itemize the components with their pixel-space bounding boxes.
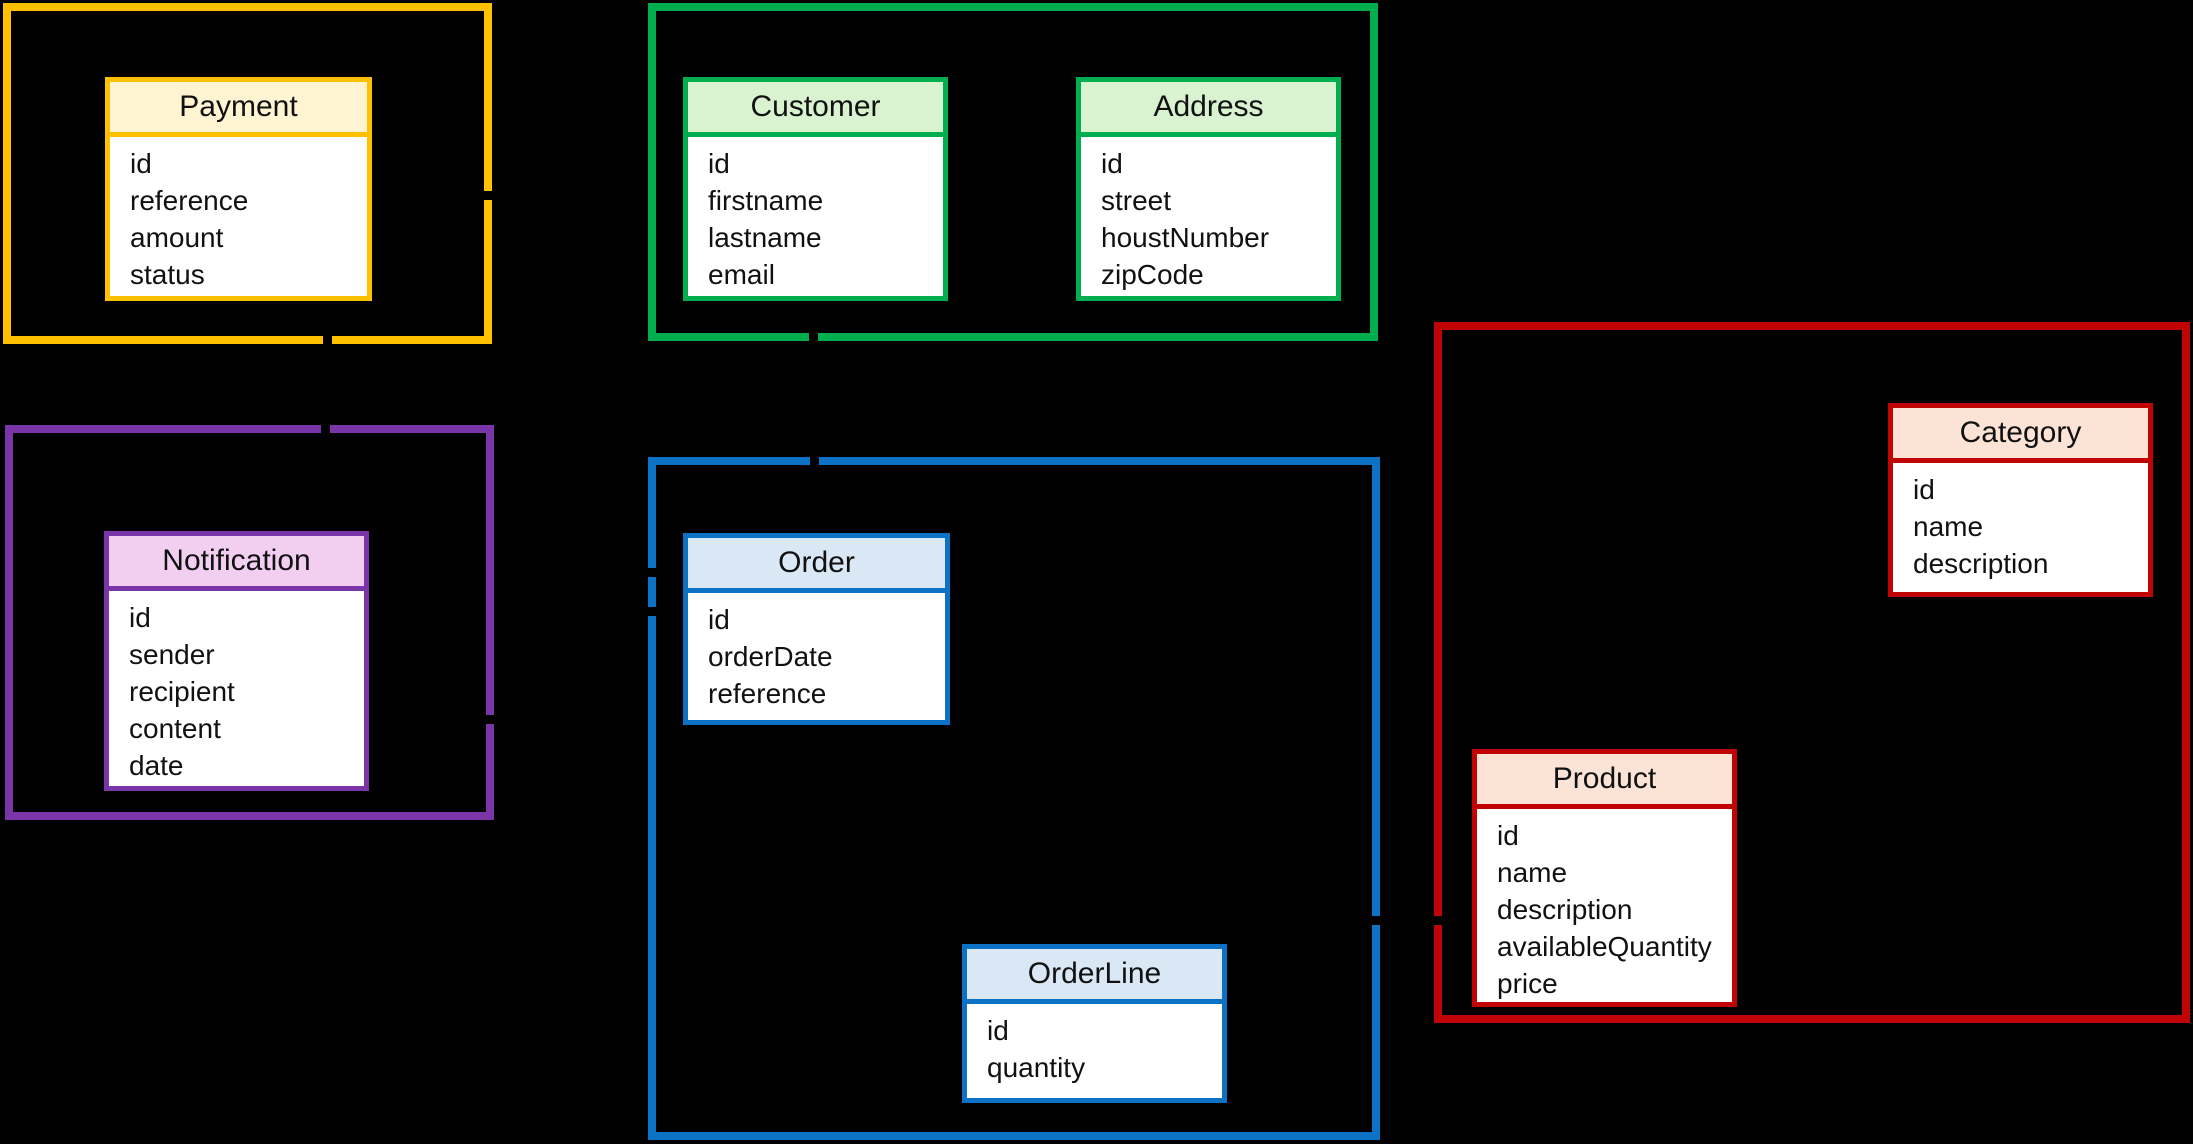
entity-field-order-reference: reference [708, 678, 827, 709]
entity-field-product-description: description [1497, 894, 1633, 925]
entity-field-list: id quantity [967, 1004, 1222, 1098]
entity-field-notification-id: id [129, 602, 151, 633]
entity-field-list: id street houstNumber zipCode [1081, 137, 1336, 296]
entity-field-notification-date: date [129, 750, 184, 781]
entity-field-list: id sender recipient content date [109, 591, 364, 786]
connector-gap-tick [810, 455, 819, 467]
entity-title-category: Category [1893, 408, 2148, 463]
entity-field-product-id: id [1497, 820, 1519, 851]
connector-gap-tick [482, 191, 494, 200]
entity-title-order: Order [688, 538, 945, 593]
entity-title-product: Product [1477, 754, 1732, 809]
entity-title-address: Address [1081, 82, 1336, 137]
entity-field-list: id name description [1893, 463, 2148, 592]
entity-field-orderline-quantity: quantity [987, 1052, 1086, 1083]
entity-field-address-zipCode: zipCode [1101, 259, 1204, 290]
entity-field-notification-recipient: recipient [129, 676, 235, 707]
entity-field-list: id name description availableQuantity price [1477, 809, 1732, 1002]
connector-gap-tick [321, 423, 330, 435]
entity-title-customer: Customer [688, 82, 943, 137]
entity-table-payment: Payment id reference amount status [105, 77, 372, 301]
entity-field-payment-id: id [130, 148, 152, 179]
entity-field-customer-lastname: lastname [708, 222, 822, 253]
entity-field-customer-id: id [708, 148, 730, 179]
payment-context-box [3, 3, 494, 346]
connector-gap-tick [484, 715, 496, 724]
entity-field-customer-email: email [708, 259, 775, 290]
entity-field-list: id firstname lastname email [688, 137, 943, 296]
entity-field-address-street: street [1101, 185, 1172, 216]
order-context-box [646, 455, 1382, 1140]
connector-gap-tick [809, 331, 818, 343]
entity-field-payment-status: status [130, 259, 205, 290]
entity-field-category-name: name [1913, 511, 1984, 542]
entity-field-order-id: id [708, 604, 730, 635]
customer-context-box [648, 3, 1378, 343]
entity-title-notification: Notification [109, 536, 364, 591]
connector-gap-tick [323, 334, 332, 346]
entity-title-orderline: OrderLine [967, 949, 1222, 1004]
entity-table-address: Address id street houstNumber zipCode [1076, 77, 1341, 301]
connector-gap-tick [1432, 916, 1444, 925]
entity-field-list: id orderDate reference [688, 593, 945, 720]
entity-field-payment-reference: reference [130, 185, 249, 216]
entity-field-customer-firstname: firstname [708, 185, 824, 216]
entity-table-customer: Customer id firstname lastname email [683, 77, 948, 301]
notification-context-box [5, 423, 496, 820]
entity-table-notification: Notification id sender recipient content dat… [104, 531, 369, 791]
entity-field-order-orderDate: orderDate [708, 641, 833, 672]
entity-table-order: Order id orderDate reference [683, 533, 950, 725]
entity-field-list: id reference amount status [110, 137, 367, 296]
connector-gap-tick [646, 607, 658, 616]
entity-field-category-description: description [1913, 548, 2049, 579]
entity-table-orderline: OrderLine id quantity [962, 944, 1227, 1103]
connector-gap-tick [646, 568, 658, 577]
entity-field-product-price: price [1497, 968, 1558, 999]
entity-field-address-houstNumber: houstNumber [1101, 222, 1270, 253]
entity-field-category-id: id [1913, 474, 1935, 505]
entity-field-orderline-id: id [987, 1015, 1009, 1046]
entity-table-product: Product id name description availableQuanti… [1472, 749, 1737, 1007]
entity-field-product-name: name [1497, 857, 1568, 888]
entity-table-category: Category id name description [1888, 403, 2153, 597]
entity-field-address-id: id [1101, 148, 1123, 179]
entity-field-payment-amount: amount [130, 222, 224, 253]
entity-field-notification-content: content [129, 713, 221, 744]
product-context-box [1432, 322, 2190, 1023]
entity-field-product-availableQuantity: availableQuantity [1497, 931, 1712, 962]
connector-gap-tick [1370, 916, 1382, 925]
entity-title-payment: Payment [110, 82, 367, 137]
entity-field-notification-sender: sender [129, 639, 215, 670]
